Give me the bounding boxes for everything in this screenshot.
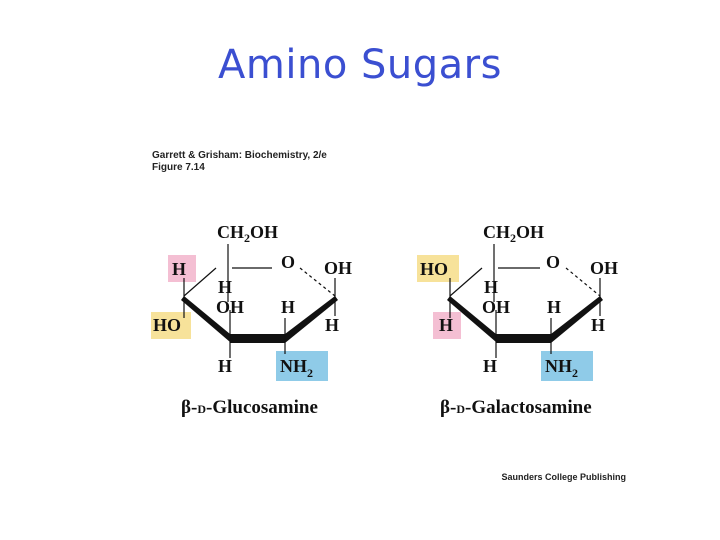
bond-c2-c1-wedge <box>551 296 603 343</box>
label-c4-h: H <box>172 259 186 279</box>
highlight-c4-ho <box>417 255 459 282</box>
bond-c5-c4 <box>449 267 483 297</box>
publisher-credit: Saunders College Publishing <box>501 472 626 482</box>
label-c3-h: H <box>218 356 232 376</box>
highlight-c2-nh2 <box>541 351 593 381</box>
bond-c4-c3-wedge <box>181 296 230 342</box>
molecule-name-galactosamine: β-D-Galactosamine <box>440 397 592 418</box>
figure-credit-line2: Figure 7.14 <box>152 162 205 173</box>
label-c2-h-upper: H <box>547 297 561 317</box>
label-ch2oh: CH2OH <box>217 222 278 245</box>
label-ring-o: O <box>546 252 560 272</box>
bond-c2-c1-wedge <box>285 296 338 343</box>
label-c3-h: H <box>483 356 497 376</box>
molecule-name-glucosamine: β-D-Glucosamine <box>181 397 318 418</box>
label-c1-oh: OH <box>590 258 618 278</box>
label-ring-o: O <box>281 252 295 272</box>
bond-c3-c2-bold <box>496 334 551 343</box>
page-title: Amino Sugars <box>218 42 502 88</box>
label-c1-h: H <box>325 315 339 335</box>
figure-credit-line1: Garrett & Grisham: Biochemistry, 2/e <box>152 150 327 161</box>
highlight-c2-nh2 <box>276 351 328 381</box>
label-c2-nh2: NH2 <box>280 356 313 380</box>
bond-c4-c3-wedge <box>447 296 496 342</box>
label-c3-oh: OH <box>216 297 244 317</box>
bond-c5-c4 <box>183 267 217 297</box>
label-c2-h-upper: H <box>281 297 295 317</box>
highlight-c4-h <box>168 255 196 282</box>
label-c5-h: H <box>484 277 498 297</box>
bond-c3-c2-bold <box>230 334 285 343</box>
bond-o-c1 <box>565 267 601 297</box>
label-c1-oh: OH <box>324 258 352 278</box>
label-c3-oh: OH <box>482 297 510 317</box>
label-c1-h: H <box>591 315 605 335</box>
label-c5-h: H <box>218 277 232 297</box>
label-c2-nh2: NH2 <box>545 356 578 380</box>
label-c4-ho: HO <box>420 259 448 279</box>
label-ch2oh: CH2OH <box>483 222 544 245</box>
molecule-glucosamine: CH2OH O OH H H OH H HO H H NH2 β-D-Gluco… <box>151 222 352 418</box>
highlight-c4-h <box>433 312 461 339</box>
label-c4-h: H <box>439 315 453 335</box>
label-c4-ho: HO <box>153 315 181 335</box>
bond-o-c1 <box>299 267 336 297</box>
molecule-galactosamine: CH2OH O OH HO H OH H H H H NH2 β-D-Galac… <box>417 222 618 418</box>
